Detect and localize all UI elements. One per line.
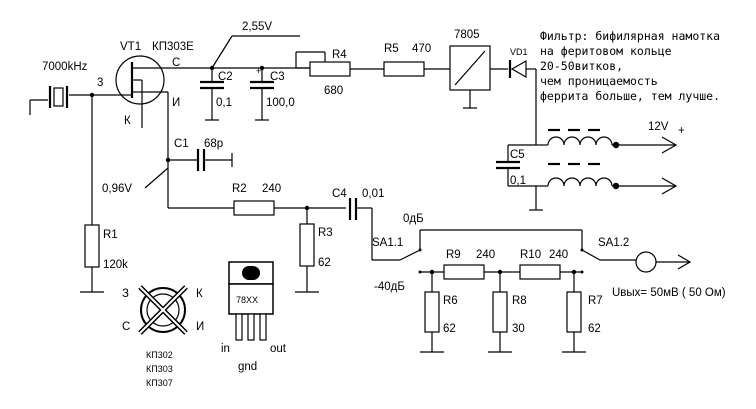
regulator-package: 78XX in gnd out <box>221 261 287 373</box>
svg-text:0,1: 0,1 <box>510 175 526 187</box>
svg-text:0,1: 0,1 <box>216 97 232 109</box>
bifilar-filter: 12V + <box>529 121 685 211</box>
source-voltage: 0,96V <box>102 183 132 195</box>
gate-pin-label: 3 <box>97 77 103 89</box>
svg-text:R10: R10 <box>520 249 541 261</box>
svg-text:C4: C4 <box>332 188 347 200</box>
fet-pinout: З К С И КП302 КП303 КП307 <box>122 285 204 388</box>
output-label: Uвых= 50мВ ( 50 Ом) <box>612 287 726 299</box>
svg-text:C1: C1 <box>174 138 189 150</box>
svg-text:К: К <box>196 288 203 300</box>
svg-text:7805: 7805 <box>454 29 480 41</box>
svg-text:VD1: VD1 <box>510 47 528 57</box>
svg-text:на феритовом кольце: на феритовом кольце <box>540 44 672 58</box>
svg-text:КП302: КП302 <box>146 350 173 360</box>
svg-text:SA1.2: SA1.2 <box>598 237 629 249</box>
drain-voltage: 2,55V <box>242 21 272 33</box>
svg-text:+: + <box>678 125 685 137</box>
capacitor-c4: C4 0,01 <box>332 188 384 240</box>
svg-text:out: out <box>270 343 287 355</box>
capacitor-c3: C3 100,0 + <box>250 66 295 121</box>
attenuator: SA1.1 0дБ -40дБ SA1.2 R9 240 R10 240 R6 <box>371 213 636 353</box>
svg-text:R3: R3 <box>318 227 333 239</box>
vt1-part: КП303Е <box>152 41 194 53</box>
vt1-ref: VT1 <box>120 41 141 53</box>
output-port: Uвых= 50мВ ( 50 Ом) <box>612 251 726 299</box>
svg-text:30: 30 <box>512 323 525 335</box>
resistor-r3: R3 62 <box>295 208 333 293</box>
svg-text:+: + <box>256 66 261 76</box>
svg-text:C5: C5 <box>510 149 525 161</box>
svg-text:R9: R9 <box>446 249 461 261</box>
svg-text:78XX: 78XX <box>236 295 258 305</box>
svg-text:240: 240 <box>476 249 495 261</box>
svg-text:-40дБ: -40дБ <box>374 281 405 293</box>
svg-text:120k: 120k <box>103 259 128 271</box>
svg-text:62: 62 <box>588 323 601 335</box>
svg-text:Фильтр: бифилярная намотка: Фильтр: бифилярная намотка <box>540 29 720 43</box>
svg-text:240: 240 <box>262 183 281 195</box>
capacitor-c1: C1 68p <box>168 138 233 171</box>
svg-text:R5: R5 <box>384 43 399 55</box>
svg-text:62: 62 <box>318 257 331 269</box>
resistor-r5: R5 470 <box>383 43 450 77</box>
svg-text:20-50витков,: 20-50витков, <box>540 59 623 73</box>
svg-text:чем проницаемость: чем проницаемость <box>540 74 658 88</box>
svg-text:470: 470 <box>412 43 431 55</box>
potentiometer-r4: R4 680 <box>295 49 384 97</box>
capacitor-c2: C2 0,1 <box>200 68 233 121</box>
svg-text:0дБ: 0дБ <box>403 213 424 225</box>
resistor-r2: R2 240 <box>168 183 346 216</box>
svg-text:КП303: КП303 <box>146 364 173 374</box>
svg-text:gnd: gnd <box>238 361 257 373</box>
svg-text:R4: R4 <box>332 49 347 61</box>
svg-text:C3: C3 <box>270 71 285 83</box>
svg-text:R1: R1 <box>103 229 118 241</box>
diode-vd1: VD1 <box>508 47 537 145</box>
filter-note: Фильтр: бифилярная намотка на феритовом … <box>540 29 720 103</box>
svg-text:SA1.1: SA1.1 <box>372 237 403 249</box>
resistor-r1: R1 120k <box>80 224 128 293</box>
source-freq-label: 7000kHz <box>42 61 88 73</box>
svg-text:З: З <box>122 288 129 300</box>
crystal-input: 7000kHz 3 <box>29 61 120 225</box>
svg-text:R6: R6 <box>443 295 458 307</box>
svg-text:68p: 68p <box>204 138 223 150</box>
svg-text:R8: R8 <box>512 295 527 307</box>
vt1-pin-body: К <box>124 115 131 127</box>
svg-text:62: 62 <box>443 323 456 335</box>
svg-text:12V: 12V <box>648 121 669 133</box>
svg-text:КП307: КП307 <box>146 378 173 388</box>
svg-text:in: in <box>221 343 230 355</box>
svg-text:И: И <box>196 321 204 333</box>
svg-text:феррита больше, тем лучше.: феррита больше, тем лучше. <box>540 89 720 103</box>
transistor-vt1: VT1 КП303Е С И К <box>115 41 194 128</box>
vt1-pin-source: И <box>172 97 180 109</box>
svg-text:100,0: 100,0 <box>266 97 295 109</box>
regulator-7805: 7805 <box>449 29 508 109</box>
capacitor-c5: C5 0,1 <box>496 144 536 187</box>
vt1-pin-drain: С <box>172 57 180 69</box>
svg-text:240: 240 <box>549 249 568 261</box>
svg-text:R7: R7 <box>588 295 603 307</box>
svg-text:680: 680 <box>324 85 343 97</box>
svg-text:C2: C2 <box>218 71 233 83</box>
svg-text:R2: R2 <box>232 183 247 195</box>
svg-text:0,01: 0,01 <box>362 188 384 200</box>
svg-text:С: С <box>122 321 130 333</box>
